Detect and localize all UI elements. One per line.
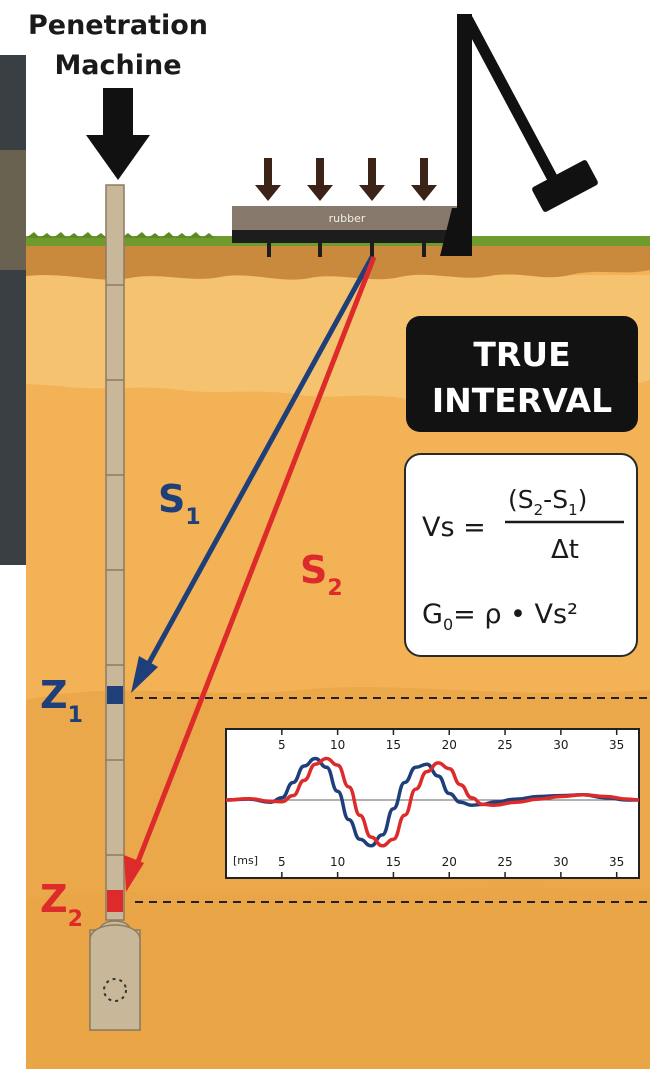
chart-bottom-tick-label: 35 <box>609 855 624 869</box>
hammer-arm <box>468 20 555 183</box>
load-arrows <box>255 158 437 201</box>
chart-top-tick-label: 10 <box>330 738 345 752</box>
push-down-arrow-icon <box>86 88 150 180</box>
z1-sensor-marker <box>107 686 123 704</box>
chart-bottom-tick-label: 5 <box>278 855 286 869</box>
true-interval-line-2: INTERVAL <box>432 381 612 420</box>
chart-top-tick-label: 20 <box>442 738 457 752</box>
chart-top-tick-label: 30 <box>553 738 568 752</box>
seismogram-chart: 5 10 15 20 25 30 35 5 10 15 20 25 30 35 [ms] <box>226 729 639 878</box>
left-edge-photo <box>0 55 26 565</box>
vs-denominator: Δt <box>551 535 579 565</box>
chart-unit-label: [ms] <box>233 854 258 867</box>
chart-bottom-tick-label: 25 <box>497 855 512 869</box>
chart-bottom-tick-label: 10 <box>330 855 345 869</box>
chart-bottom-tick-label: 20 <box>442 855 457 869</box>
chart-top-tick-label: 35 <box>609 738 624 752</box>
chart-bottom-tick-label: 15 <box>386 855 401 869</box>
z2-sensor-marker <box>107 890 123 912</box>
title-line-2: Machine <box>54 50 181 81</box>
chart-top-tick-label: 5 <box>278 738 286 752</box>
chart-frame <box>226 729 639 878</box>
true-interval-line-1: TRUE <box>473 335 570 374</box>
rubber-label: rubber <box>329 212 366 225</box>
chart-top-tick-label: 25 <box>497 738 512 752</box>
vs-lhs: Vs = <box>422 512 486 543</box>
steel-plate <box>232 230 472 243</box>
penetration-rod <box>106 185 124 920</box>
title-line-1: Penetration <box>28 10 208 41</box>
chart-top-tick-label: 15 <box>386 738 401 752</box>
chart-bottom-tick-label: 30 <box>553 855 568 869</box>
